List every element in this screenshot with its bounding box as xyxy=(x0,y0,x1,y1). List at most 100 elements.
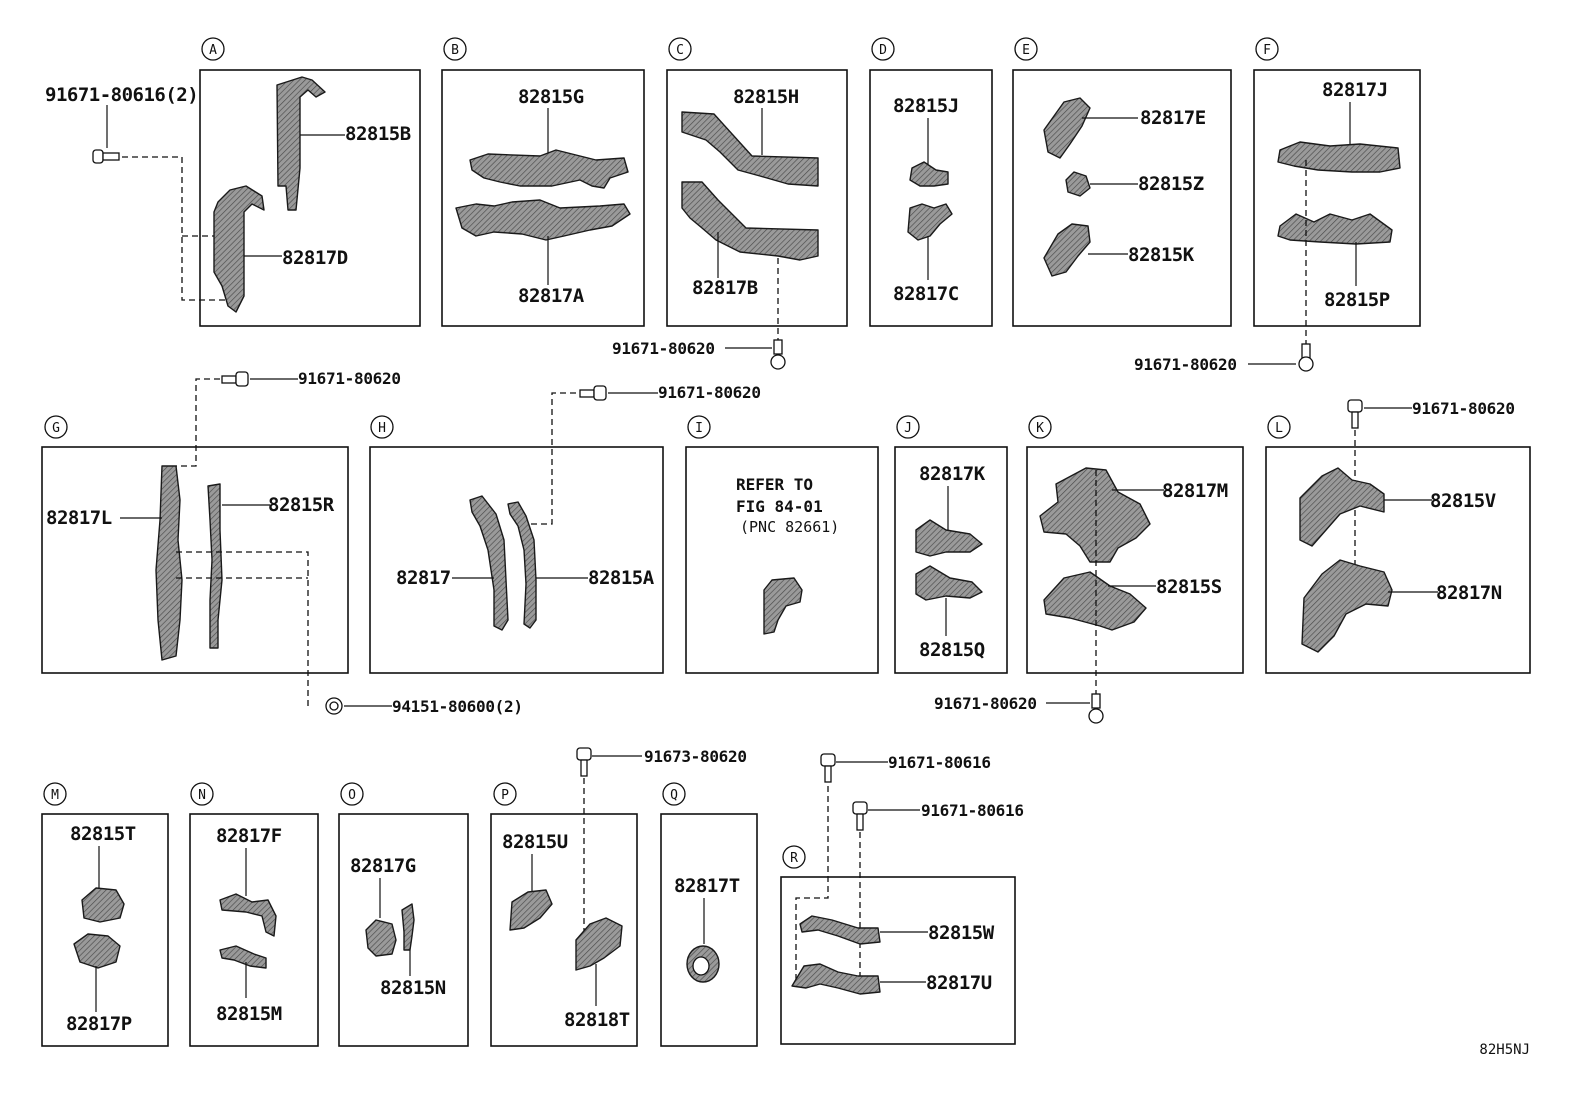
section-l-letter: L xyxy=(1275,421,1283,436)
label-82817g[interactable]: 82817G xyxy=(350,855,416,877)
refer-line-2[interactable]: FIG 84-01 xyxy=(736,497,823,516)
label-82815q[interactable]: 82815Q xyxy=(919,639,985,661)
diagram-code: 82H5NJ xyxy=(1479,1042,1530,1058)
section-l-bolt-label[interactable]: 91671-80620 xyxy=(1412,399,1515,418)
label-82817c[interactable]: 82817C xyxy=(893,283,959,305)
section-d-letter: D xyxy=(879,43,887,58)
label-82815r[interactable]: 82815R xyxy=(268,494,335,516)
label-82815t[interactable]: 82815T xyxy=(70,823,136,845)
section-o-letter: O xyxy=(348,788,356,803)
section-a-bolt-label[interactable]: 91671-80616(2) xyxy=(45,84,199,106)
clip-82815t-part xyxy=(81,887,125,923)
label-82817l[interactable]: 82817L xyxy=(46,507,112,529)
bolt-icon xyxy=(1088,693,1104,724)
bolt-icon xyxy=(1298,343,1314,372)
bracket-82817n-part xyxy=(1301,559,1393,653)
label-82817a[interactable]: 82817A xyxy=(518,285,585,307)
refer-line-1: REFER TO xyxy=(736,475,813,494)
label-82815u[interactable]: 82815U xyxy=(502,831,568,853)
section-o: O 82817G 82815N xyxy=(338,782,469,1047)
section-r: R 91671-80616 91671-80616 82815W 82817U xyxy=(780,753,1024,1045)
label-82815z[interactable]: 82815Z xyxy=(1138,173,1204,195)
section-n: N 82817F 82815M xyxy=(189,782,319,1047)
label-82815b[interactable]: 82815B xyxy=(345,123,411,145)
label-82817t[interactable]: 82817T xyxy=(674,875,740,897)
label-82817f[interactable]: 82817F xyxy=(216,825,282,847)
section-e-letter: E xyxy=(1022,43,1030,58)
bracket-82817d-part xyxy=(213,185,265,313)
section-n-letter: N xyxy=(198,788,206,803)
section-m-letter: M xyxy=(51,788,59,803)
label-82815m[interactable]: 82815M xyxy=(216,1003,282,1025)
section-c-letter: C xyxy=(676,43,684,58)
label-82815p[interactable]: 82815P xyxy=(1324,289,1390,311)
section-k-bolt-label[interactable]: 91671-80620 xyxy=(934,694,1037,713)
label-82815v[interactable]: 82815V xyxy=(1430,490,1496,512)
bracket-82817b-part xyxy=(681,181,819,261)
section-r-bolt2-label[interactable]: 91671-80616 xyxy=(921,801,1024,820)
label-82817m[interactable]: 82817M xyxy=(1162,480,1228,502)
clip-82815k-part xyxy=(1043,223,1091,277)
section-k: K 82817M 82815S 91671-80620 xyxy=(934,415,1244,724)
bracket-82818t-part xyxy=(575,917,623,971)
label-82815a[interactable]: 82815A xyxy=(588,567,655,589)
section-b-letter: B xyxy=(451,43,459,58)
bracket-82815p-part xyxy=(1277,213,1393,245)
section-g-bolt2-label[interactable]: 94151-80600(2) xyxy=(392,697,523,716)
label-82815n[interactable]: 82815N xyxy=(380,977,446,999)
section-g: G 91671-80620 82817L 82815R 94151-80600(… xyxy=(41,369,523,716)
label-82815g[interactable]: 82815G xyxy=(518,86,584,108)
bracket-82817f-part xyxy=(219,893,277,937)
cover-82815s-part xyxy=(1043,571,1147,631)
section-i-letter: I xyxy=(695,421,703,436)
section-e: E 82817E 82815Z 82815K xyxy=(1012,37,1232,327)
bracket-82815q-part xyxy=(915,565,983,601)
section-r-letter: R xyxy=(790,851,798,866)
bracket-82815m-part xyxy=(219,945,267,969)
section-j-letter: J xyxy=(904,421,912,436)
bolt-icon xyxy=(770,339,786,370)
label-82815h[interactable]: 82815H xyxy=(733,86,799,108)
bracket-82815w-part xyxy=(799,915,881,945)
section-f-bolt-label[interactable]: 91671-80620 xyxy=(1134,355,1237,374)
label-82817k[interactable]: 82817K xyxy=(919,463,986,485)
label-82818t[interactable]: 82818T xyxy=(564,1009,630,1031)
clip-82817g-part xyxy=(365,919,397,957)
label-82817u[interactable]: 82817U xyxy=(926,972,992,994)
section-l: L 91671-80620 82815V 82817N xyxy=(1265,399,1531,674)
section-a-marker xyxy=(201,37,225,61)
section-h: H 91671-80620 82817 82815A xyxy=(369,383,761,674)
bracket-82817u-part xyxy=(791,963,881,995)
label-82815s[interactable]: 82815S xyxy=(1156,576,1222,598)
bracket-82817j-part xyxy=(1277,141,1401,173)
bracket-82815v-part xyxy=(1299,467,1385,547)
label-82817j[interactable]: 82817J xyxy=(1322,79,1388,101)
label-82817n[interactable]: 82817N xyxy=(1436,582,1502,604)
bracket-82817c-part xyxy=(907,203,953,241)
section-h-bolt-label[interactable]: 91671-80620 xyxy=(658,383,761,402)
label-82817d[interactable]: 82817D xyxy=(282,247,348,269)
section-q-letter: Q xyxy=(670,788,678,803)
bracket-82661-part xyxy=(763,577,803,635)
clip-82817e-part xyxy=(1043,97,1091,159)
bracket-82815b-part xyxy=(276,76,326,211)
label-82817p[interactable]: 82817P xyxy=(66,1013,132,1035)
section-g-bolt-label[interactable]: 91671-80620 xyxy=(298,369,401,388)
label-82817[interactable]: 82817 xyxy=(396,567,451,589)
section-p-bolt-label[interactable]: 91673-80620 xyxy=(644,747,747,766)
bolt-icon xyxy=(221,371,249,387)
label-82815k[interactable]: 82815K xyxy=(1128,244,1195,266)
nut-icon xyxy=(325,697,343,715)
label-82815w[interactable]: 82815W xyxy=(928,922,995,944)
section-p-letter: P xyxy=(501,788,509,803)
bolt-icon xyxy=(852,801,868,831)
label-82815j[interactable]: 82815J xyxy=(893,95,959,117)
bracket-82815u-part xyxy=(509,889,553,931)
bracket-82817-part xyxy=(469,495,509,631)
label-82817e[interactable]: 82817E xyxy=(1140,107,1206,129)
bracket-82817a-part xyxy=(455,199,631,241)
label-82817b[interactable]: 82817B xyxy=(692,277,758,299)
section-m: M 82815T 82817P xyxy=(41,782,169,1047)
section-c-bolt-label[interactable]: 91671-80620 xyxy=(612,339,715,358)
section-r-bolt-label[interactable]: 91671-80616 xyxy=(888,753,991,772)
